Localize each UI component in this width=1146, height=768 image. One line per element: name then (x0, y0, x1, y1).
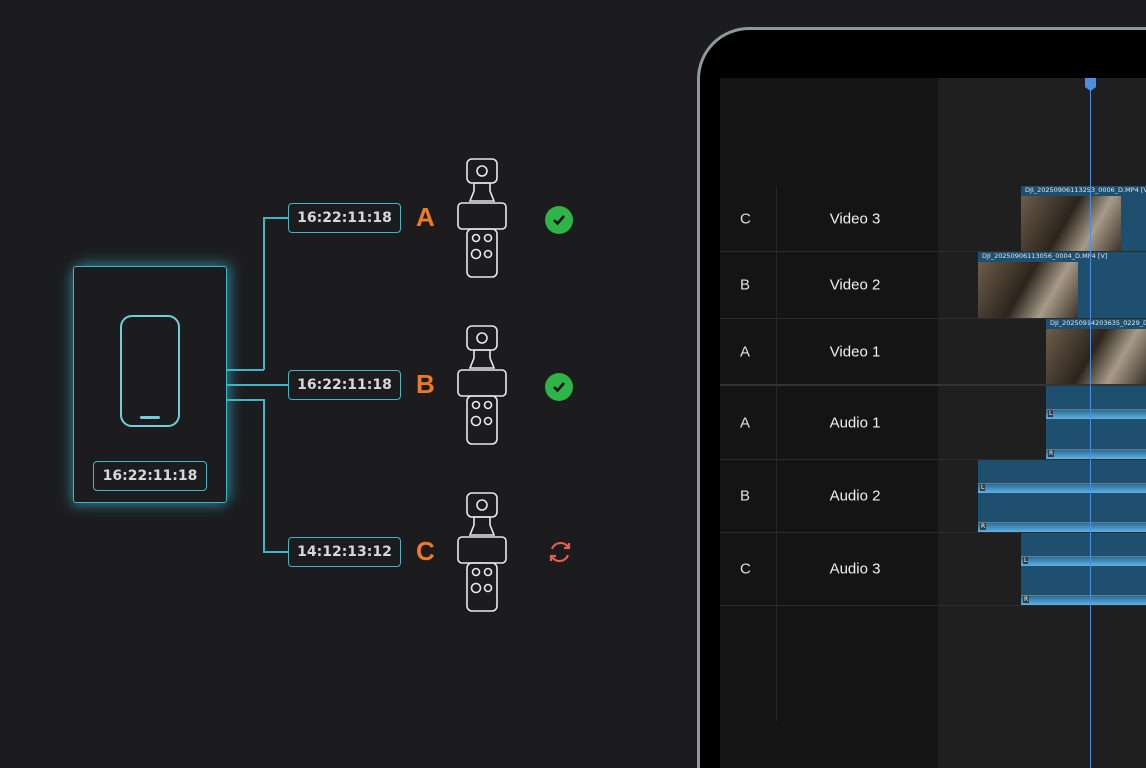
camera-label: A (416, 202, 435, 232)
camera-row: 16:22:11:18 B (288, 324, 588, 454)
track-header-column (720, 78, 938, 768)
connector-line (227, 399, 264, 401)
track-camera-label: B (740, 276, 751, 294)
check-circle-icon (545, 206, 573, 234)
connector-line (263, 399, 265, 552)
waveform-left: L (1046, 409, 1146, 420)
video-clip[interactable]: DJI_20250914203635_0229_D.MP4 (1046, 319, 1146, 384)
waveform-right: R (978, 522, 1146, 532)
track-camera-label: B (740, 487, 751, 505)
clip-filename: DJI_20250914203635_0229_D.MP4 (1050, 319, 1146, 327)
camera-timecode: 16:22:11:18 (288, 370, 401, 400)
timeline-track[interactable]: B Video 2 DJI_20250906113056_0004_D.MP4 [V… (720, 252, 1146, 319)
camera-timecode: 16:22:11:18 (288, 203, 401, 233)
track-camera-label: A (740, 343, 751, 360)
hub-timecode: 16:22:11:18 (93, 461, 207, 491)
track-camera-label: C (740, 560, 751, 578)
track-name: Video 2 (829, 276, 881, 294)
clip-thumbnail (1046, 329, 1146, 384)
playhead-handle[interactable] (1085, 78, 1096, 91)
clip-thumbnail (1021, 196, 1121, 251)
connector-line (263, 217, 265, 370)
camera-row: 14:12:13:12 C (288, 491, 588, 621)
phone-hub-panel: 16:22:11:18 (73, 266, 227, 503)
track-name: Video 3 (829, 210, 881, 227)
track-camera-label: C (740, 210, 751, 227)
pocket-camera-icon (457, 492, 507, 612)
track-camera-label: A (740, 414, 751, 431)
timeline-track[interactable]: A Video 1 DJI_20250914203635_0229_D.MP4 (720, 319, 1146, 386)
phone-icon (120, 315, 180, 427)
camera-label: C (416, 536, 435, 566)
waveform-right: R (1021, 595, 1146, 605)
clip-thumbnail (978, 262, 1078, 318)
camera-row: 16:22:11:18 A (288, 157, 588, 287)
camera-timecode: 14:12:13:12 (288, 537, 401, 567)
clip-filename: DJI_20250906113056_0004_D.MP4 [V] (982, 252, 1108, 260)
column-divider (776, 186, 777, 721)
connector-line (227, 369, 264, 371)
video-clip[interactable]: DJI_20250906113056_0004_D.MP4 [V] (978, 252, 1146, 318)
connector-line (263, 217, 288, 219)
track-name: Audio 2 (829, 487, 881, 505)
timeline-editor: C Video 3 DJI_20250906113253_0006_D.MP4 [V… (720, 78, 1146, 768)
camera-label: B (416, 369, 435, 399)
check-circle-icon (545, 373, 573, 401)
track-name: Video 1 (829, 343, 881, 360)
track-name: Audio 3 (829, 560, 881, 578)
connector-line (227, 384, 288, 386)
connector-line (263, 551, 288, 553)
clip-filename: DJI_20250906113253_0006_D.MP4 [V] (1025, 186, 1146, 194)
timeline-track[interactable]: C Video 3 DJI_20250906113253_0006_D.MP4 [V… (720, 186, 1146, 252)
video-clip[interactable]: DJI_20250906113253_0006_D.MP4 [V] (1021, 186, 1146, 251)
waveform-left: L (1021, 556, 1146, 567)
playhead-line[interactable] (1090, 78, 1091, 768)
track-name: Audio 1 (829, 414, 881, 431)
waveform-left: L (978, 483, 1146, 494)
refresh-icon (545, 537, 575, 571)
pocket-camera-icon (457, 325, 507, 445)
waveform-right: R (1046, 449, 1146, 459)
pocket-camera-icon (457, 158, 507, 278)
